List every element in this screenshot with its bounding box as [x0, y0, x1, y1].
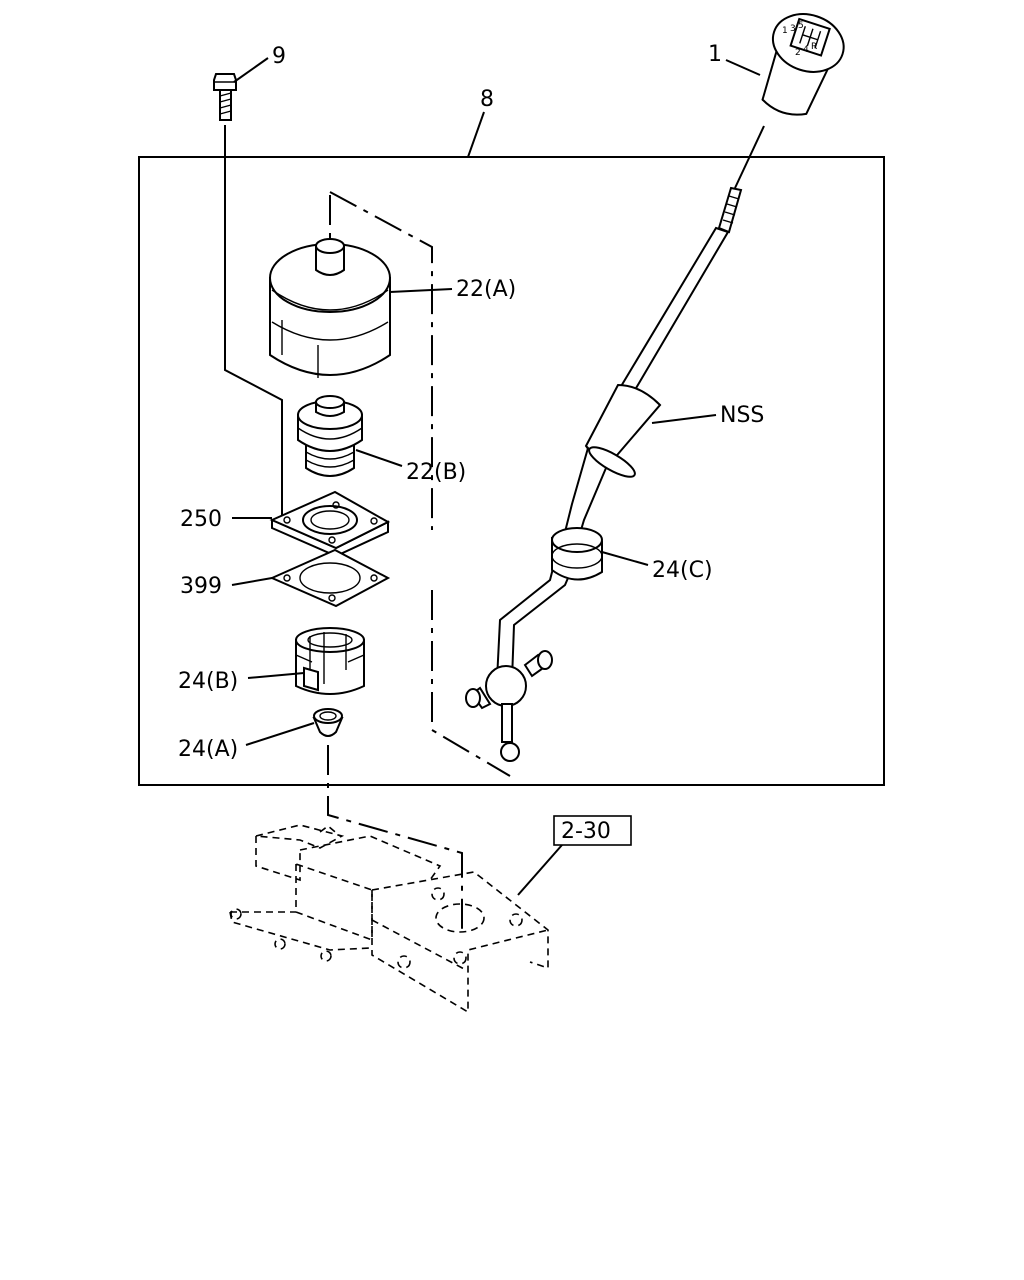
bolt-part	[213, 73, 237, 121]
callout-24c: 24(C)	[652, 558, 713, 583]
callout-22a: 22(A)	[456, 277, 516, 302]
bolt-centerline	[224, 125, 283, 520]
callout-399: 399	[180, 574, 222, 599]
leader-nss	[651, 414, 717, 424]
knob-gear-3: 3	[790, 24, 796, 34]
callout-1: 1	[708, 42, 722, 67]
knob-to-lever-line	[734, 125, 765, 189]
knob-gear-5: 5	[798, 21, 804, 31]
leader-1	[725, 59, 761, 76]
callout-24b: 24(B)	[178, 669, 238, 694]
reference-label-2-30: 2-30	[561, 819, 611, 844]
shift-knob-part	[761, 13, 845, 116]
callout-9: 9	[272, 44, 286, 69]
leader-22b	[355, 449, 403, 467]
leader-9	[233, 57, 269, 83]
bushing-24b-part	[295, 627, 365, 695]
knob-gear-2: 2	[795, 48, 801, 58]
leader-24a	[245, 722, 315, 746]
shift-base-bracket	[229, 824, 549, 1014]
bushing-24a-part	[312, 708, 344, 737]
guide-line-bottom	[327, 745, 463, 930]
assembly-frame	[138, 156, 885, 786]
knob-gear-R: R	[811, 42, 817, 52]
guide-line-upper	[329, 191, 433, 530]
flange-plate-250	[269, 490, 391, 558]
leader-230	[517, 844, 563, 896]
callout-8: 8	[480, 87, 494, 112]
knob-gear-4: 4	[803, 45, 809, 55]
leader-22a	[389, 288, 453, 293]
shift-lever-part	[465, 186, 743, 762]
callout-24a: 24(A)	[178, 737, 238, 762]
callout-22b: 22(B)	[406, 460, 466, 485]
knob-gear-1: 1	[782, 26, 788, 36]
boot-22a-part	[269, 238, 391, 378]
knob-shift-pattern: 1 3 5 2 4 R	[782, 21, 817, 58]
leader-24b	[247, 672, 305, 679]
boot-22b-part	[297, 395, 363, 477]
callout-nss: NSS	[720, 403, 764, 428]
reference-box-2-30	[553, 815, 632, 846]
leader-8	[467, 111, 485, 158]
guide-line-lower	[431, 590, 511, 777]
callout-250: 250	[180, 507, 222, 532]
gasket-399	[269, 548, 391, 608]
leader-399	[231, 577, 273, 586]
leader-24c	[601, 551, 649, 566]
